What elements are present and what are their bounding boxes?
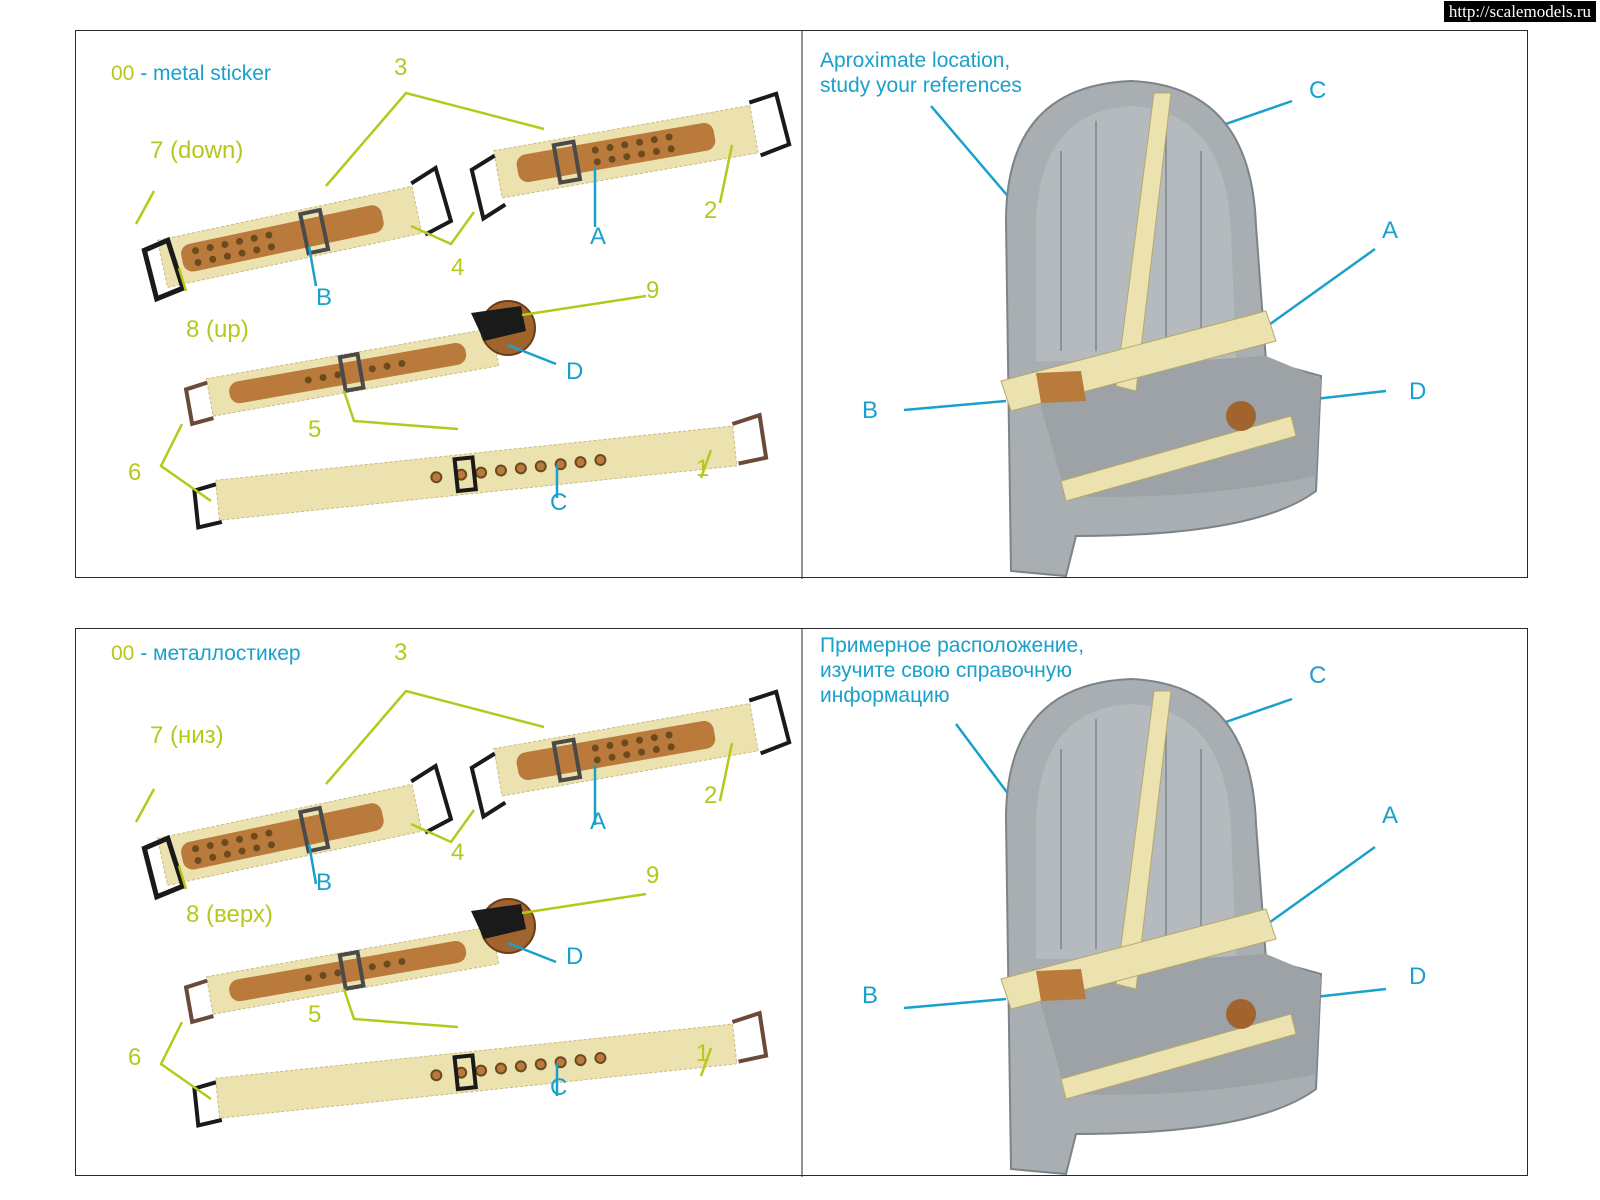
watermark-url: http://scalemodels.ru (1443, 1, 1596, 22)
label-part-3: 3 (394, 639, 408, 666)
strap-parts-drawing (141, 91, 792, 530)
seat-label-c: C (1309, 77, 1327, 104)
label-strap-a: A (590, 808, 607, 835)
instruction-panel-english: 00 - metal sticker 3 7 (down) 2 A 4 B 9 … (75, 30, 1528, 579)
strap-parts-drawing (141, 689, 792, 1128)
seat-label-d: D (1409, 378, 1427, 405)
location-note-line-3: информацию (820, 684, 950, 707)
letter-leader-lines (307, 697, 1387, 1096)
label-part-2: 2 (704, 197, 718, 224)
seat-label-a: A (1382, 802, 1399, 829)
location-note-line-1: Aproximate location, (820, 49, 1011, 72)
location-note-line-2: изучите свою справочную (820, 659, 1073, 682)
label-strap-d: D (566, 943, 584, 970)
leader-lines (134, 689, 734, 1101)
panel-drawing (134, 31, 1387, 579)
legend-description: - metal sticker (140, 62, 271, 85)
location-note: Примерное расположение, изучите свою спр… (820, 633, 1084, 708)
label-part-7: 7 (down) (150, 137, 244, 164)
strap-d (183, 925, 500, 1025)
leader-lines (134, 91, 734, 503)
label-part-5: 5 (308, 1001, 322, 1028)
strap-b (141, 164, 454, 303)
seat-label-b: B (862, 982, 879, 1009)
location-note: Aproximate location, study your referenc… (820, 48, 1022, 98)
label-strap-b: B (316, 869, 333, 896)
label-part-5: 5 (308, 416, 322, 443)
seat-label-b: B (862, 397, 879, 424)
label-part-9: 9 (646, 862, 660, 889)
location-note-line-1: Примерное расположение, (820, 634, 1085, 657)
strap-a (469, 91, 792, 222)
buckle-9 (471, 904, 526, 939)
label-part-8: 8 (up) (186, 316, 249, 343)
legend-metal-sticker: 00 - металлостикер (111, 641, 301, 666)
seat-label-a: A (1382, 217, 1399, 244)
label-strap-c: C (550, 1074, 568, 1101)
seat-label-d: D (1409, 963, 1427, 990)
label-part-6: 6 (128, 459, 142, 486)
label-part-6: 6 (128, 1044, 142, 1071)
strap-a (469, 689, 792, 820)
strap-b (141, 762, 454, 901)
legend-code: 00 (111, 62, 135, 85)
buckle-9 (471, 306, 526, 341)
label-part-8: 8 (верх) (186, 901, 273, 928)
label-part-4: 4 (451, 839, 465, 866)
instruction-panel-russian: 00 - металлостикер 3 7 (низ) 2 A 4 B 9 8… (75, 628, 1528, 1177)
label-part-1: 1 (696, 1040, 710, 1067)
label-part-4: 4 (451, 254, 465, 281)
label-strap-d: D (566, 358, 584, 385)
label-part-9: 9 (646, 277, 660, 304)
strap-d (183, 327, 500, 427)
strap-c (192, 412, 769, 530)
legend-description: - металлостикер (140, 642, 301, 665)
legend-code: 00 (111, 642, 135, 665)
seat-label-c: C (1309, 662, 1327, 689)
location-note-line-2: study your references (820, 74, 1022, 97)
label-strap-b: B (316, 284, 333, 311)
seat-drawing (1000, 677, 1323, 1176)
legend-metal-sticker: 00 - metal sticker (111, 61, 271, 86)
label-strap-a: A (590, 223, 607, 250)
label-part-1: 1 (696, 455, 710, 482)
label-strap-c: C (550, 489, 568, 516)
label-part-7: 7 (низ) (150, 722, 224, 749)
strap-c (192, 1010, 769, 1128)
panel-drawing (134, 629, 1387, 1177)
label-part-2: 2 (704, 782, 718, 809)
label-part-3: 3 (394, 54, 408, 81)
seat-drawing (1000, 79, 1323, 578)
